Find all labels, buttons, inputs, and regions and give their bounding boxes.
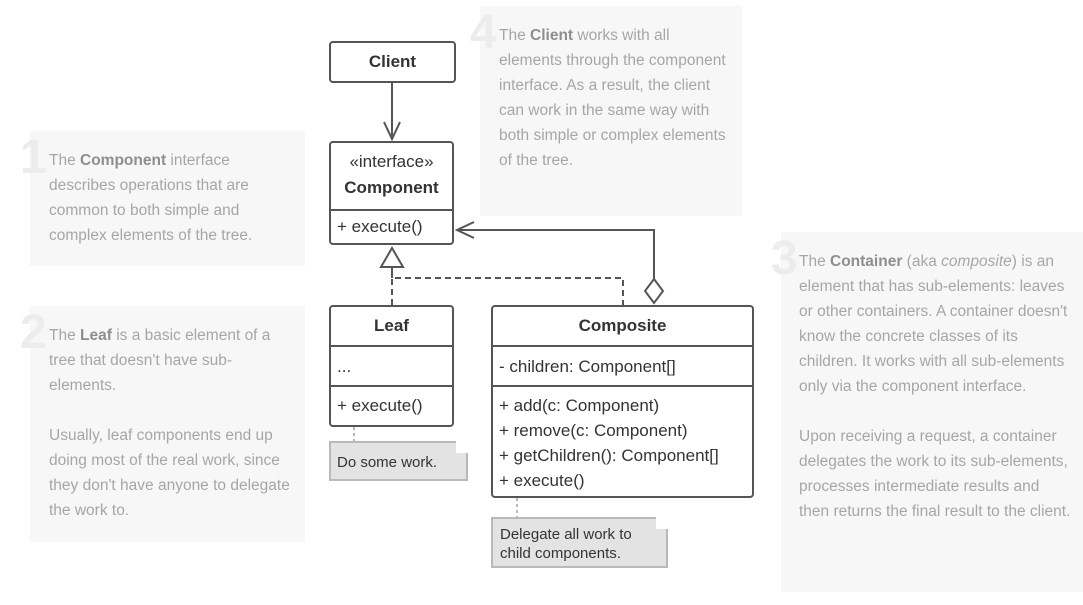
composite-method: + execute() [499,471,585,490]
note-number: 1 [20,131,47,184]
composite-method: + remove(c: Component) [499,421,688,440]
component-methods: + execute() [331,209,452,243]
composite-memo: Delegate all work to child components. [491,517,668,568]
note-client: 4 The Client works with all elements thr… [470,6,742,216]
leaf-field: ... [337,357,352,376]
leaf-title: Leaf [374,316,409,335]
client-class[interactable]: Client [329,41,456,83]
note-leaf: 2 The Leaf is a basic element of a tree … [20,306,305,542]
composite-fields: - children: Component[] [493,345,752,385]
note-number: 4 [470,6,497,59]
leaf-memo-text: Do some work. [337,454,438,471]
leaf-fields: ... [331,345,452,385]
memo-fold-corner [656,517,668,529]
aggregation-arrowhead [454,221,475,239]
composite-methods: + add(c: Component) + remove(c: Componen… [493,385,752,493]
note-text-2: Upon receiving a request, a container de… [799,428,1071,520]
leaf-memo: Do some work. [329,441,468,481]
composite-memo-text: Delegate all work to child components. [500,526,632,562]
component-interface[interactable]: «interface» Component + execute() [329,141,454,245]
realization-line [391,277,624,305]
client-class-title: Client [368,52,417,71]
component-method: + execute() [337,217,423,236]
composite-method: + add(c: Component) [499,396,660,415]
note-number: 3 [771,232,798,285]
association-arrowhead [383,121,401,142]
component-header: «interface» Component [331,143,452,209]
note-number: 2 [20,306,47,359]
leaf-class[interactable]: Leaf ... + execute() [329,305,454,427]
note-text: The Client works with all elements throu… [499,27,726,169]
aggregation-diamond [643,277,665,305]
note-container: 3 The Container (aka composite) is an el… [771,232,1083,592]
note-component: 1 The Component interface describes oper… [20,131,305,266]
memo-fold-corner [456,441,468,453]
note-text: The Container (aka composite) is an elem… [799,253,1068,395]
composite-class[interactable]: Composite - children: Component[] + add(… [491,305,754,498]
note-text: The Leaf is a basic element of a tree th… [49,327,271,394]
composite-aggregation-line [458,229,655,279]
note-text: The Component interface describes operat… [49,152,253,244]
leaf-method: + execute() [337,396,423,415]
composite-field: - children: Component[] [499,357,676,376]
composite-title: Composite [578,316,667,335]
component-title: Component [344,178,439,197]
composite-method: + getChildren(): Component[] [499,446,719,465]
note-text-2: Usually, leaf components end up doing mo… [49,427,290,519]
leaf-methods: + execute() [331,385,452,425]
component-stereotype: «interface» [349,152,434,171]
realization-triangle [379,246,405,268]
